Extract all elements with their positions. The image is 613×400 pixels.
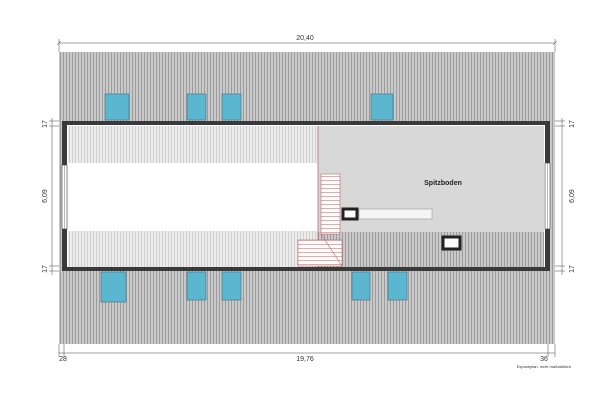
dim-depth-right: 6,09 <box>569 189 576 203</box>
footer-note: Exposéplan, nicht maßstäblich <box>517 364 571 369</box>
attic-sloped-bottom <box>318 232 544 267</box>
roof-top <box>59 52 555 122</box>
chimney-right <box>441 235 462 251</box>
roof-window <box>100 271 127 303</box>
dimension-lines <box>49 39 565 357</box>
roof-left-edge <box>59 122 64 270</box>
staircase <box>297 173 343 267</box>
interior-left-sloped-bottom <box>68 231 318 267</box>
roof-windows-bottom <box>100 271 408 303</box>
roof-windows-top <box>104 93 394 121</box>
roof-window <box>221 271 242 301</box>
room-label-spitzboden: Spitzboden <box>424 180 462 187</box>
dim-depth-left: 6,09 <box>42 189 49 203</box>
roof-window <box>186 271 207 301</box>
exterior-walls <box>62 121 550 271</box>
roof-bottom <box>59 270 555 344</box>
chimney-left <box>341 207 359 221</box>
dim-wall-top-left: 17 <box>42 120 49 128</box>
interior-left-sloped-top <box>68 126 318 163</box>
roof-window <box>370 93 394 121</box>
dim-left-offset: 28 <box>59 356 67 363</box>
dim-wall-top-right: 17 <box>569 120 576 128</box>
dim-overall-width: 20,40 <box>296 35 314 42</box>
dim-wall-bottom-left: 17 <box>42 265 49 273</box>
interior-left-open <box>68 163 318 231</box>
roof-window <box>221 93 242 121</box>
roof-window <box>387 271 408 301</box>
roof-window <box>186 93 207 121</box>
dim-inner-width: 19,76 <box>296 356 314 363</box>
beam <box>358 208 433 220</box>
roof-window <box>351 271 371 301</box>
dim-right-offset: 36 <box>540 356 548 363</box>
roof-window <box>104 93 130 121</box>
roof-right-edge <box>549 122 555 270</box>
dim-wall-bottom-right: 17 <box>569 265 576 273</box>
